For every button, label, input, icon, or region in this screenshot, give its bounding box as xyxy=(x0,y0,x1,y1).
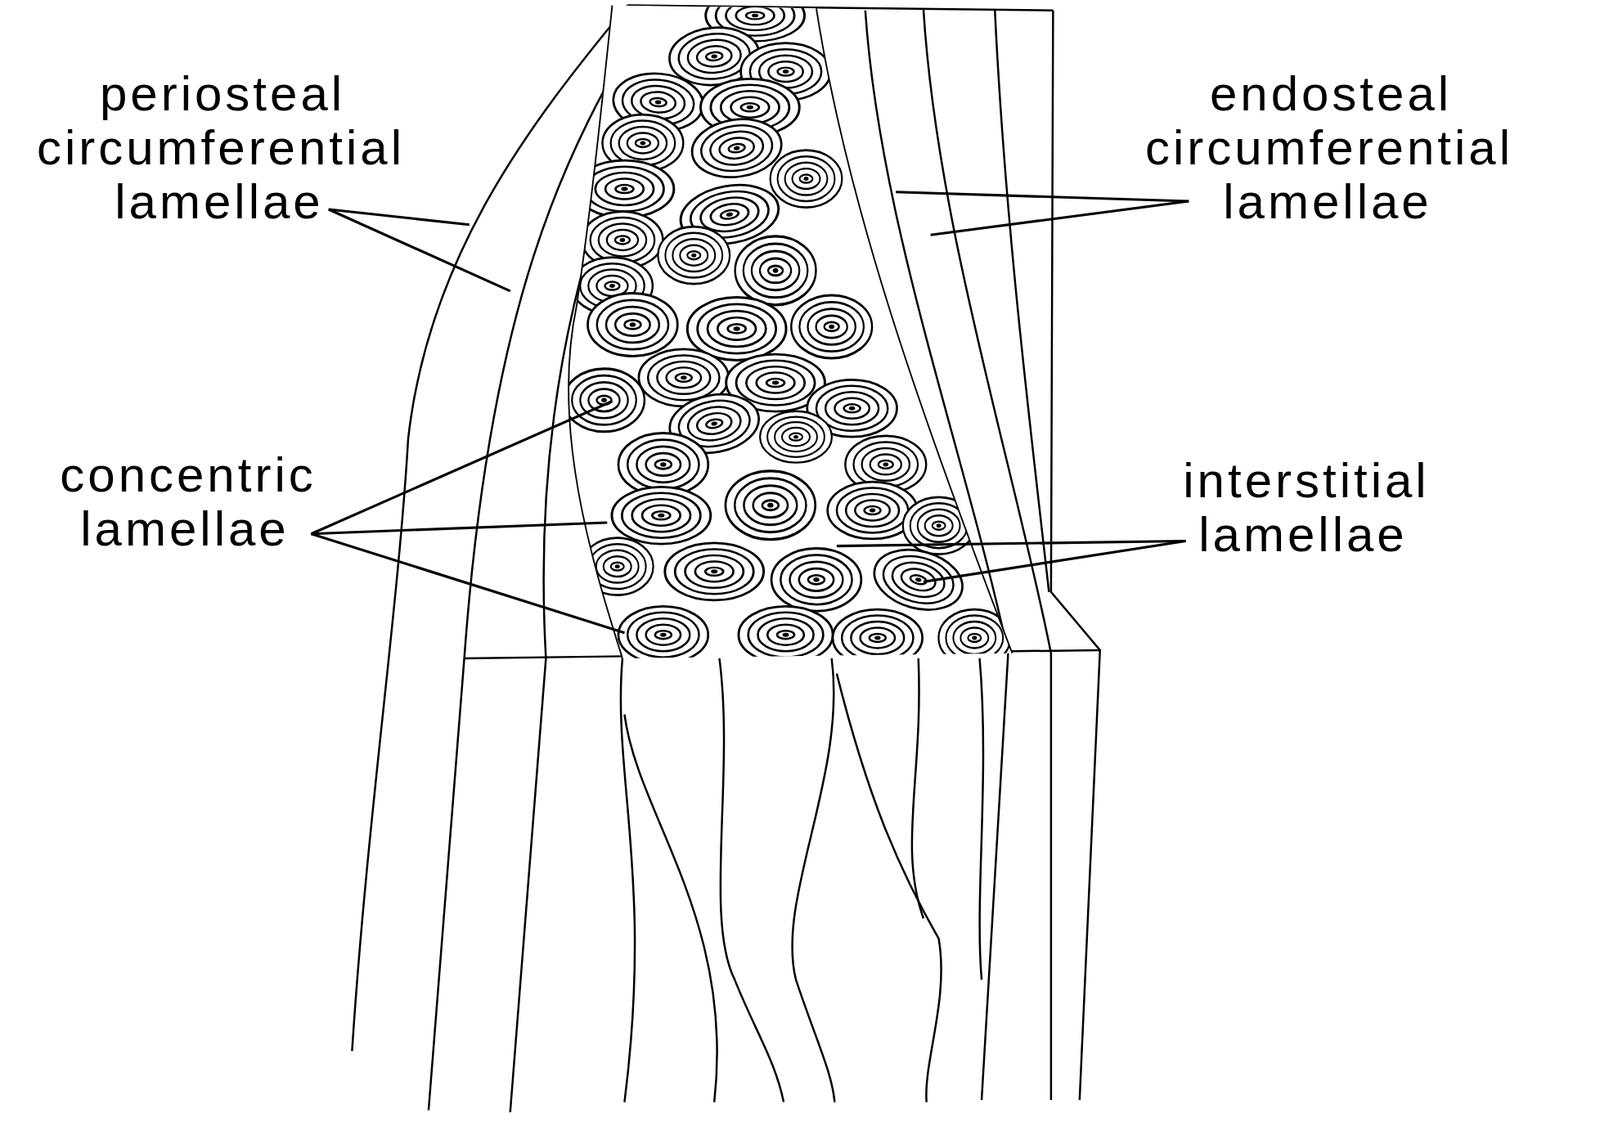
label-text: concentric lamellae xyxy=(56,447,316,557)
label-text: periosteal circumferential lamellae xyxy=(36,66,405,230)
label-text: endosteal circumferential lamellae xyxy=(1145,66,1514,230)
endosteal-label: endosteal circumferential lamellae xyxy=(1100,67,1559,230)
concentric-label: concentric lamellae xyxy=(14,448,359,557)
interstitial-label: interstitial lamellae xyxy=(1120,453,1489,562)
label-text: interstitial lamellae xyxy=(1179,453,1430,562)
periosteal-label: periosteal circumferential lamellae xyxy=(8,67,434,230)
